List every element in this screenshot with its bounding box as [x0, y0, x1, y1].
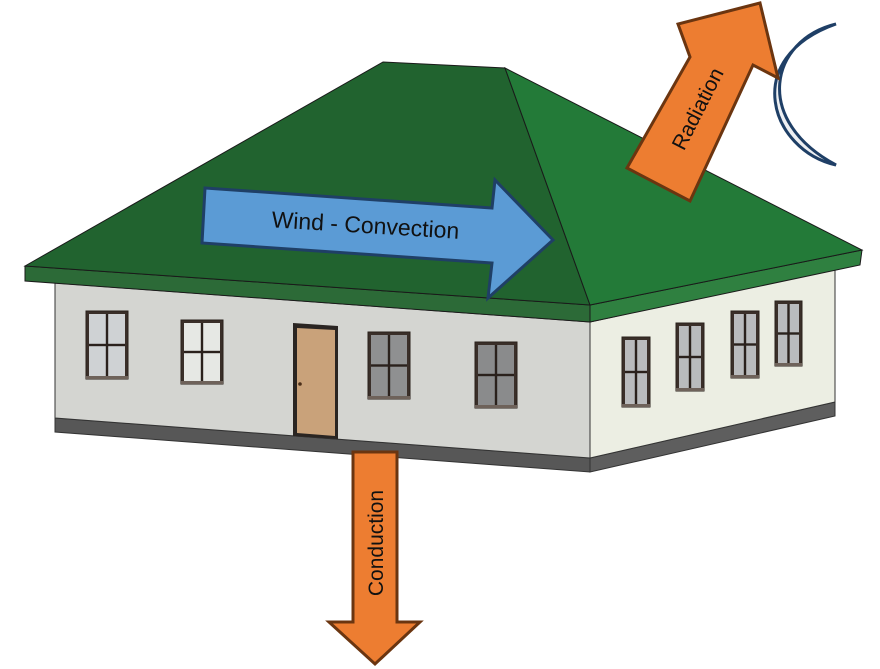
- window: [621, 336, 651, 408]
- door: [293, 323, 338, 439]
- window: [474, 341, 518, 409]
- window: [730, 310, 760, 379]
- side-windows: [621, 300, 803, 408]
- front-windows: [85, 310, 518, 409]
- crescent-moon-icon: [773, 22, 837, 167]
- conduction-label: Conduction: [365, 490, 388, 596]
- window: [367, 331, 411, 400]
- conduction-arrow: Conduction: [325, 450, 424, 667]
- convection-arrow: Wind - Convection: [200, 176, 556, 302]
- window: [774, 300, 803, 367]
- radiation-arrow: Radiation: [624, 1, 781, 204]
- window: [180, 319, 224, 385]
- window: [85, 310, 129, 380]
- window: [675, 322, 705, 392]
